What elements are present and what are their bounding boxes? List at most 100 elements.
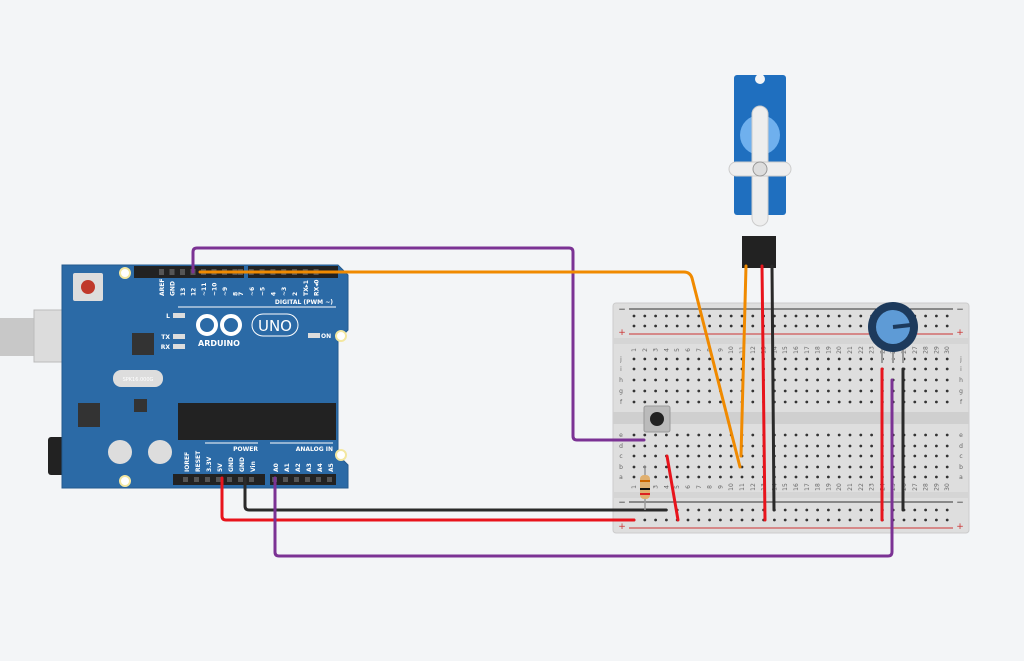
breadboard-hole[interactable] <box>643 454 647 458</box>
breadboard-hole[interactable] <box>945 357 949 361</box>
breadboard-hole[interactable] <box>848 454 852 458</box>
breadboard-hole[interactable] <box>708 378 711 382</box>
rail-hole[interactable] <box>708 518 711 522</box>
breadboard-hole[interactable] <box>859 389 863 393</box>
breadboard-hole[interactable] <box>848 465 852 469</box>
breadboard-hole[interactable] <box>719 475 722 479</box>
rail-hole[interactable] <box>837 324 841 328</box>
breadboard-hole[interactable] <box>654 433 657 437</box>
breadboard-hole[interactable] <box>935 465 938 469</box>
rail-hole[interactable] <box>740 508 744 512</box>
breadboard-hole[interactable] <box>945 433 949 437</box>
rail-hole[interactable] <box>794 508 798 512</box>
rail-hole[interactable] <box>794 314 798 318</box>
breadboard-hole[interactable] <box>848 444 852 448</box>
digital-pin-socket[interactable] <box>159 269 164 275</box>
rail-hole[interactable] <box>665 518 668 522</box>
breadboard-hole[interactable] <box>719 357 722 361</box>
rail-hole[interactable] <box>935 518 938 522</box>
breadboard-hole[interactable] <box>935 444 938 448</box>
wire-servo-power[interactable] <box>760 264 767 522</box>
breadboard-hole[interactable] <box>729 400 733 404</box>
breadboard-hole[interactable] <box>654 367 657 371</box>
breadboard-hole[interactable] <box>783 454 787 458</box>
rail-hole[interactable] <box>675 314 679 318</box>
breadboard-hole[interactable] <box>751 378 755 382</box>
breadboard-hole[interactable] <box>827 433 830 437</box>
rail-hole[interactable] <box>827 324 830 328</box>
breadboard-hole[interactable] <box>924 433 927 437</box>
breadboard-hole[interactable] <box>632 444 636 448</box>
breadboard-hole[interactable] <box>686 433 690 437</box>
breadboard-hole[interactable] <box>719 454 722 458</box>
breadboard-hole[interactable] <box>675 389 679 393</box>
breadboard-hole[interactable] <box>827 357 830 361</box>
breadboard-hole[interactable] <box>719 367 722 371</box>
breadboard-hole[interactable] <box>848 400 852 404</box>
breadboard-hole[interactable] <box>945 389 949 393</box>
rail-hole[interactable] <box>708 324 711 328</box>
analog-pin-socket[interactable] <box>316 477 321 482</box>
rail-hole[interactable] <box>870 508 873 512</box>
breadboard-hole[interactable] <box>751 454 755 458</box>
breadboard-hole[interactable] <box>665 389 668 393</box>
breadboard-hole[interactable] <box>686 475 690 479</box>
breadboard-hole[interactable] <box>870 465 873 469</box>
breadboard-hole[interactable] <box>913 444 917 448</box>
rail-hole[interactable] <box>848 314 852 318</box>
breadboard-hole[interactable] <box>719 400 722 404</box>
rail-hole[interactable] <box>805 518 809 522</box>
rail-hole[interactable] <box>794 324 798 328</box>
breadboard-hole[interactable] <box>870 389 873 393</box>
rail-hole[interactable] <box>924 518 927 522</box>
breadboard-hole[interactable] <box>632 475 636 479</box>
analog-pin-socket[interactable] <box>283 477 288 482</box>
breadboard-hole[interactable] <box>686 378 690 382</box>
rail-hole[interactable] <box>870 518 873 522</box>
rail-hole[interactable] <box>654 518 657 522</box>
breadboard-hole[interactable] <box>816 444 819 448</box>
breadboard-hole[interactable] <box>708 367 711 371</box>
breadboard-hole[interactable] <box>945 400 949 404</box>
rail-hole[interactable] <box>654 324 657 328</box>
breadboard-hole[interactable] <box>686 444 690 448</box>
breadboard-hole[interactable] <box>848 433 852 437</box>
breadboard-hole[interactable] <box>783 465 787 469</box>
breadboard-hole[interactable] <box>935 475 938 479</box>
breadboard-hole[interactable] <box>816 357 819 361</box>
breadboard-hole[interactable] <box>697 378 701 382</box>
wire-gnd-black[interactable] <box>243 476 668 512</box>
breadboard-hole[interactable] <box>665 433 668 437</box>
breadboard-hole[interactable] <box>751 400 755 404</box>
breadboard-hole[interactable] <box>859 465 863 469</box>
breadboard-hole[interactable] <box>675 444 679 448</box>
breadboard-hole[interactable] <box>870 444 873 448</box>
wire-servo-signal[interactable] <box>739 264 748 458</box>
breadboard-hole[interactable] <box>740 475 744 479</box>
breadboard-hole[interactable] <box>697 433 701 437</box>
rail-hole[interactable] <box>935 324 938 328</box>
power-pin-socket[interactable] <box>216 477 221 482</box>
breadboard-hole[interactable] <box>654 444 657 448</box>
breadboard-hole[interactable] <box>848 357 852 361</box>
breadboard-hole[interactable] <box>708 400 711 404</box>
rail-hole[interactable] <box>719 324 722 328</box>
rail-hole[interactable] <box>783 324 787 328</box>
rail-hole[interactable] <box>740 518 744 522</box>
breadboard-hole[interactable] <box>859 433 863 437</box>
breadboard-hole[interactable] <box>751 389 755 393</box>
breadboard-hole[interactable] <box>697 475 701 479</box>
breadboard-hole[interactable] <box>859 454 863 458</box>
breadboard-hole[interactable] <box>827 367 830 371</box>
breadboard-hole[interactable] <box>935 367 938 371</box>
pushbutton[interactable] <box>643 405 671 433</box>
analog-pin-socket[interactable] <box>294 477 299 482</box>
breadboard-hole[interactable] <box>837 433 841 437</box>
breadboard-hole[interactable] <box>848 389 852 393</box>
rail-hole[interactable] <box>729 314 733 318</box>
rail-hole[interactable] <box>827 508 830 512</box>
rail-hole[interactable] <box>794 518 798 522</box>
breadboard-hole[interactable] <box>827 389 830 393</box>
breadboard-hole[interactable] <box>632 367 636 371</box>
